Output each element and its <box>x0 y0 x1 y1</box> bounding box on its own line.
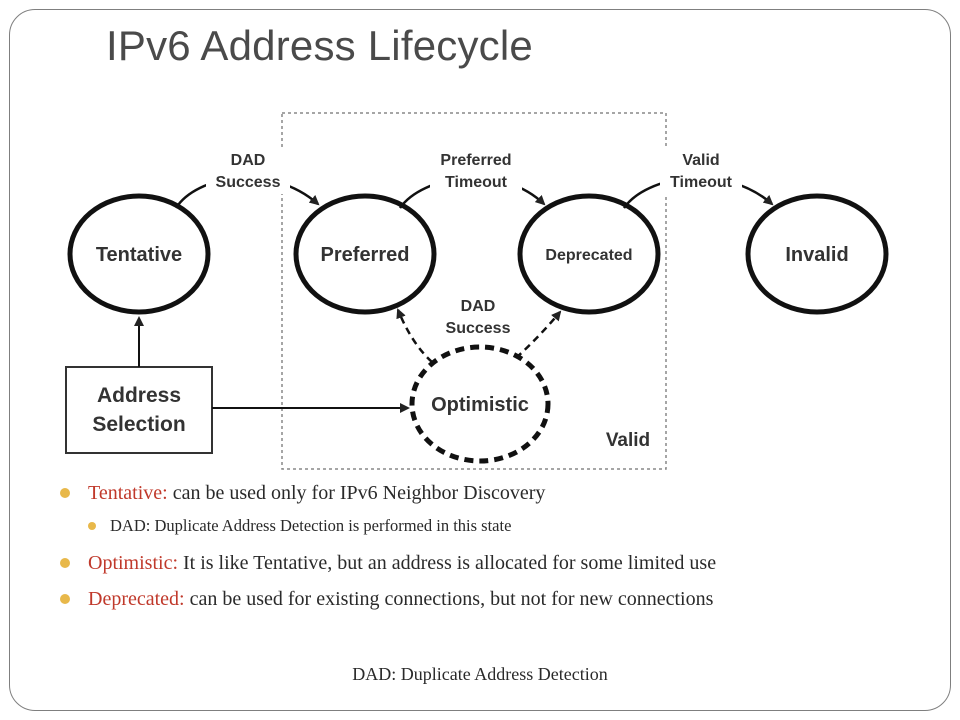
node-deprecated: Deprecated <box>517 193 661 315</box>
edge-valid-timeout-line1: Valid <box>682 152 719 169</box>
edge-valid-timeout-line2: Timeout <box>670 174 733 191</box>
bullet-list: Tentative: can be used only for IPv6 Nei… <box>60 478 940 620</box>
bullet-dot <box>60 558 70 568</box>
footnote: DAD: Duplicate Address Detection <box>352 664 608 684</box>
edge-dad-success-label: DAD Success <box>206 148 290 194</box>
node-invalid-label: Invalid <box>785 244 848 266</box>
edge-optimistic-to-deprecated-arrow <box>515 310 562 359</box>
sub-bullet-dad: DAD: Duplicate Address Detection is perf… <box>88 514 940 538</box>
edge-preferred-timeout-line2: Timeout <box>445 174 508 191</box>
bullet-dot <box>60 488 70 498</box>
slide-title: IPv6 Address Lifecycle <box>106 22 533 69</box>
address-selection-box: Address Selection <box>65 366 213 454</box>
node-preferred-label: Preferred <box>321 244 410 266</box>
bullet-text: It is like Tentative, but an address is … <box>178 552 717 574</box>
bullet-deprecated: Deprecated: can be used for existing con… <box>60 584 940 614</box>
valid-region-label: Valid <box>606 430 650 451</box>
edge-dad-success-line2: Success <box>216 174 281 191</box>
edge-preferred-timeout-line1: Preferred <box>440 152 511 169</box>
bullet-term: Tentative: <box>88 482 168 504</box>
bullet-text: can be used only for IPv6 Neighbor Disco… <box>167 482 546 504</box>
bullet-dot <box>88 522 96 530</box>
edge-optimistic-dad-label: DAD Success <box>446 298 511 337</box>
bullet-term: Optimistic: <box>88 552 178 574</box>
address-selection-line2: Selection <box>92 413 185 436</box>
node-tentative: Tentative <box>67 193 211 315</box>
node-invalid: Invalid <box>745 193 889 315</box>
node-deprecated-label: Deprecated <box>545 247 632 264</box>
address-selection-line1: Address <box>97 384 181 407</box>
edge-optimistic-dad-line1: DAD <box>461 298 496 315</box>
valid-region <box>281 112 667 470</box>
edge-valid-timeout-label: Valid Timeout <box>660 148 742 194</box>
node-optimistic: Optimistic <box>409 344 551 464</box>
bullet-text: can be used for existing connections, bu… <box>184 588 714 610</box>
edge-optimistic-dad-line2: Success <box>446 320 511 337</box>
bullet-tentative: Tentative: can be used only for IPv6 Nei… <box>60 478 940 508</box>
edge-preferred-timeout-label: Preferred Timeout <box>430 148 522 194</box>
node-preferred: Preferred <box>293 193 437 315</box>
lifecycle-diagram: Valid Tentative Preferred Deprecated Inv… <box>65 112 889 470</box>
bullet-optimistic: Optimistic: It is like Tentative, but an… <box>60 548 940 578</box>
bullet-dot <box>60 594 70 604</box>
edge-optimistic-to-preferred-arrow <box>396 308 433 363</box>
bullet-term: Deprecated: <box>88 588 185 610</box>
edge-dad-success-line1: DAD <box>231 152 266 169</box>
node-optimistic-label: Optimistic <box>431 394 529 416</box>
node-tentative-label: Tentative <box>96 244 182 266</box>
bullet-text: DAD: Duplicate Address Detection is perf… <box>110 516 512 535</box>
